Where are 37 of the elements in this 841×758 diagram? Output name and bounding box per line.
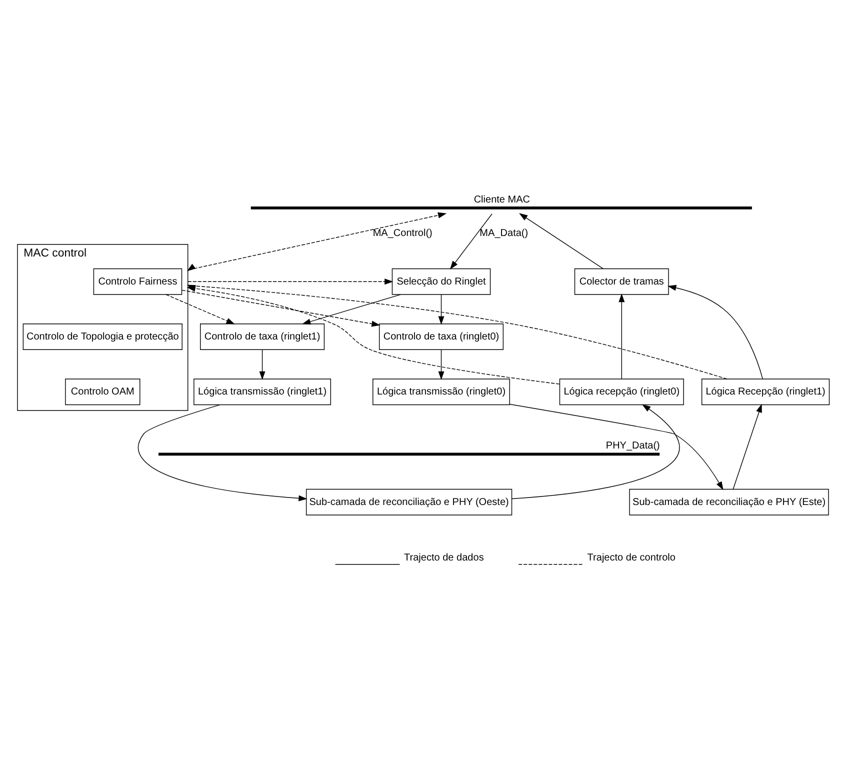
node-label: PHY_Data() bbox=[606, 440, 660, 452]
arrow bbox=[259, 349, 266, 380]
arrow bbox=[450, 214, 492, 270]
arrow bbox=[668, 284, 763, 380]
arrow bbox=[512, 404, 680, 500]
arrow bbox=[438, 294, 444, 325]
node-box bbox=[250, 206, 752, 210]
node-box: Controlo OAM bbox=[65, 378, 140, 406]
legend-label: Trajecto de dados bbox=[404, 552, 484, 564]
node-box: Sub-camada de reconciliação e PHY (Este) bbox=[629, 488, 829, 516]
edge-label: MA_Control() bbox=[372, 228, 432, 239]
node-box: Sub-camada de reconciliação e PHY (Oeste) bbox=[306, 488, 512, 516]
legend-label: Trajecto de controlo bbox=[587, 552, 676, 564]
arrow bbox=[438, 349, 444, 380]
arrow bbox=[732, 404, 762, 490]
arrow bbox=[138, 404, 308, 502]
arrow bbox=[618, 294, 625, 380]
arrow bbox=[302, 294, 401, 325]
arrow bbox=[187, 278, 394, 285]
node-box: Controlo de Topologia e protecção bbox=[22, 324, 182, 350]
edge-label: MA_Data() bbox=[480, 228, 528, 239]
node-box: Lógica Recepção (ringlet1) bbox=[701, 378, 830, 406]
node-box: Controlo de taxa (ringlet0) bbox=[378, 324, 504, 350]
node-box: Lógica transmissão (ringlet1) bbox=[194, 378, 332, 406]
node-box: Lógica recepção (ringlet0) bbox=[559, 378, 684, 406]
node-box: Selecção do Ringlet bbox=[392, 268, 491, 295]
node-box: Colector de tramas bbox=[574, 268, 669, 295]
node-box: Controlo Fairness bbox=[93, 268, 182, 295]
node-box bbox=[158, 452, 660, 456]
node-label: Cliente MAC bbox=[474, 194, 530, 206]
arrow bbox=[182, 290, 380, 327]
node-box: Controlo de taxa (ringlet1) bbox=[200, 324, 325, 350]
node-box: Lógica transmissão (ringlet0) bbox=[372, 378, 510, 406]
arrow bbox=[509, 404, 724, 490]
arrow bbox=[166, 294, 235, 324]
arrow bbox=[519, 213, 604, 270]
arrow bbox=[186, 212, 447, 272]
